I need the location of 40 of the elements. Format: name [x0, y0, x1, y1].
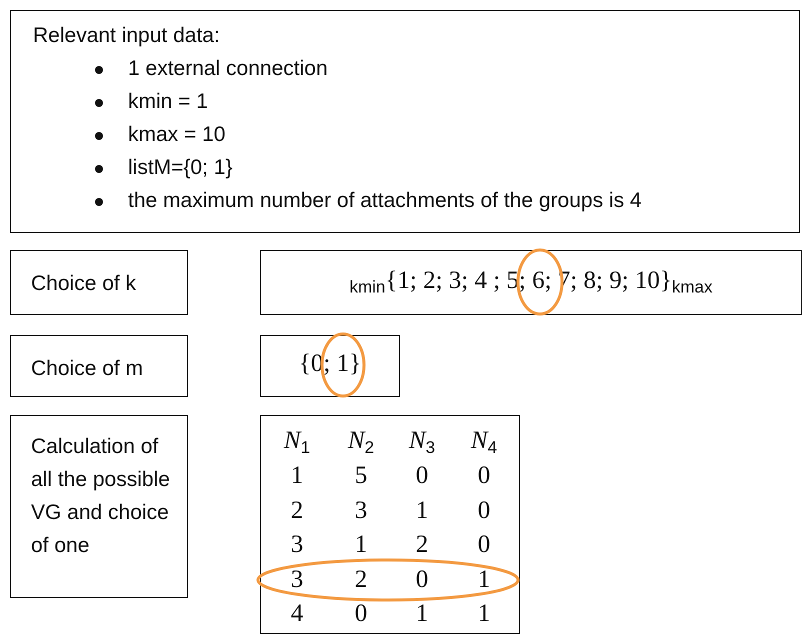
table-cell-text: 0	[354, 599, 368, 629]
text-box	[260, 250, 802, 315]
table-cell-text: 1	[290, 461, 304, 491]
column-header: N$_{4}$	[470, 426, 498, 458]
list-item: kmax = 10	[128, 122, 226, 148]
table-cell-text: 1	[476, 599, 492, 629]
table-cell-text: 0	[476, 530, 492, 560]
table-cell-text: 3	[290, 564, 304, 594]
text-box	[10, 10, 800, 233]
text-box	[10, 415, 188, 598]
table-cell-text: 1	[414, 599, 430, 629]
text-box	[260, 335, 400, 397]
table-cell-text: 1	[354, 530, 368, 560]
table-cell-text: 3	[354, 496, 368, 526]
column-header: N$_{3}$	[408, 426, 436, 458]
column-header: N$_{2}$	[346, 426, 376, 458]
table-cell-text: 3	[290, 530, 304, 560]
text-box	[10, 250, 188, 315]
table-cell-text: 0	[476, 461, 492, 491]
heading-text: Relevant input data:	[33, 23, 220, 48]
list-item: the maximum number of attachments of the groups is 4	[128, 188, 642, 214]
list-item: listM={0; 1}	[128, 155, 232, 180]
table-cell-text: 1	[414, 496, 430, 526]
table-cell-text: 5	[354, 461, 368, 491]
step-label: Calculation of all the possible VG and choice of one	[31, 434, 171, 559]
table-cell-text: 4	[290, 599, 304, 629]
list-item: kmin = 1	[128, 89, 208, 114]
table-cell-text: 0	[414, 461, 430, 491]
step-label: Choice of m	[31, 356, 144, 382]
list-item: 1 external connection	[128, 56, 328, 82]
table-cell-text: 1	[476, 564, 492, 594]
table-cell-text: 2	[414, 530, 430, 560]
table-cell-text: 2	[354, 564, 368, 594]
column-header: N$_{1}$	[282, 426, 312, 458]
table-box	[260, 415, 520, 634]
table-cell-text: 0	[414, 564, 430, 594]
table-cell-text: 0	[476, 496, 492, 526]
table-cell-text: 2	[290, 496, 304, 526]
step-label: Choice of k	[31, 271, 138, 297]
text-box	[10, 335, 188, 397]
